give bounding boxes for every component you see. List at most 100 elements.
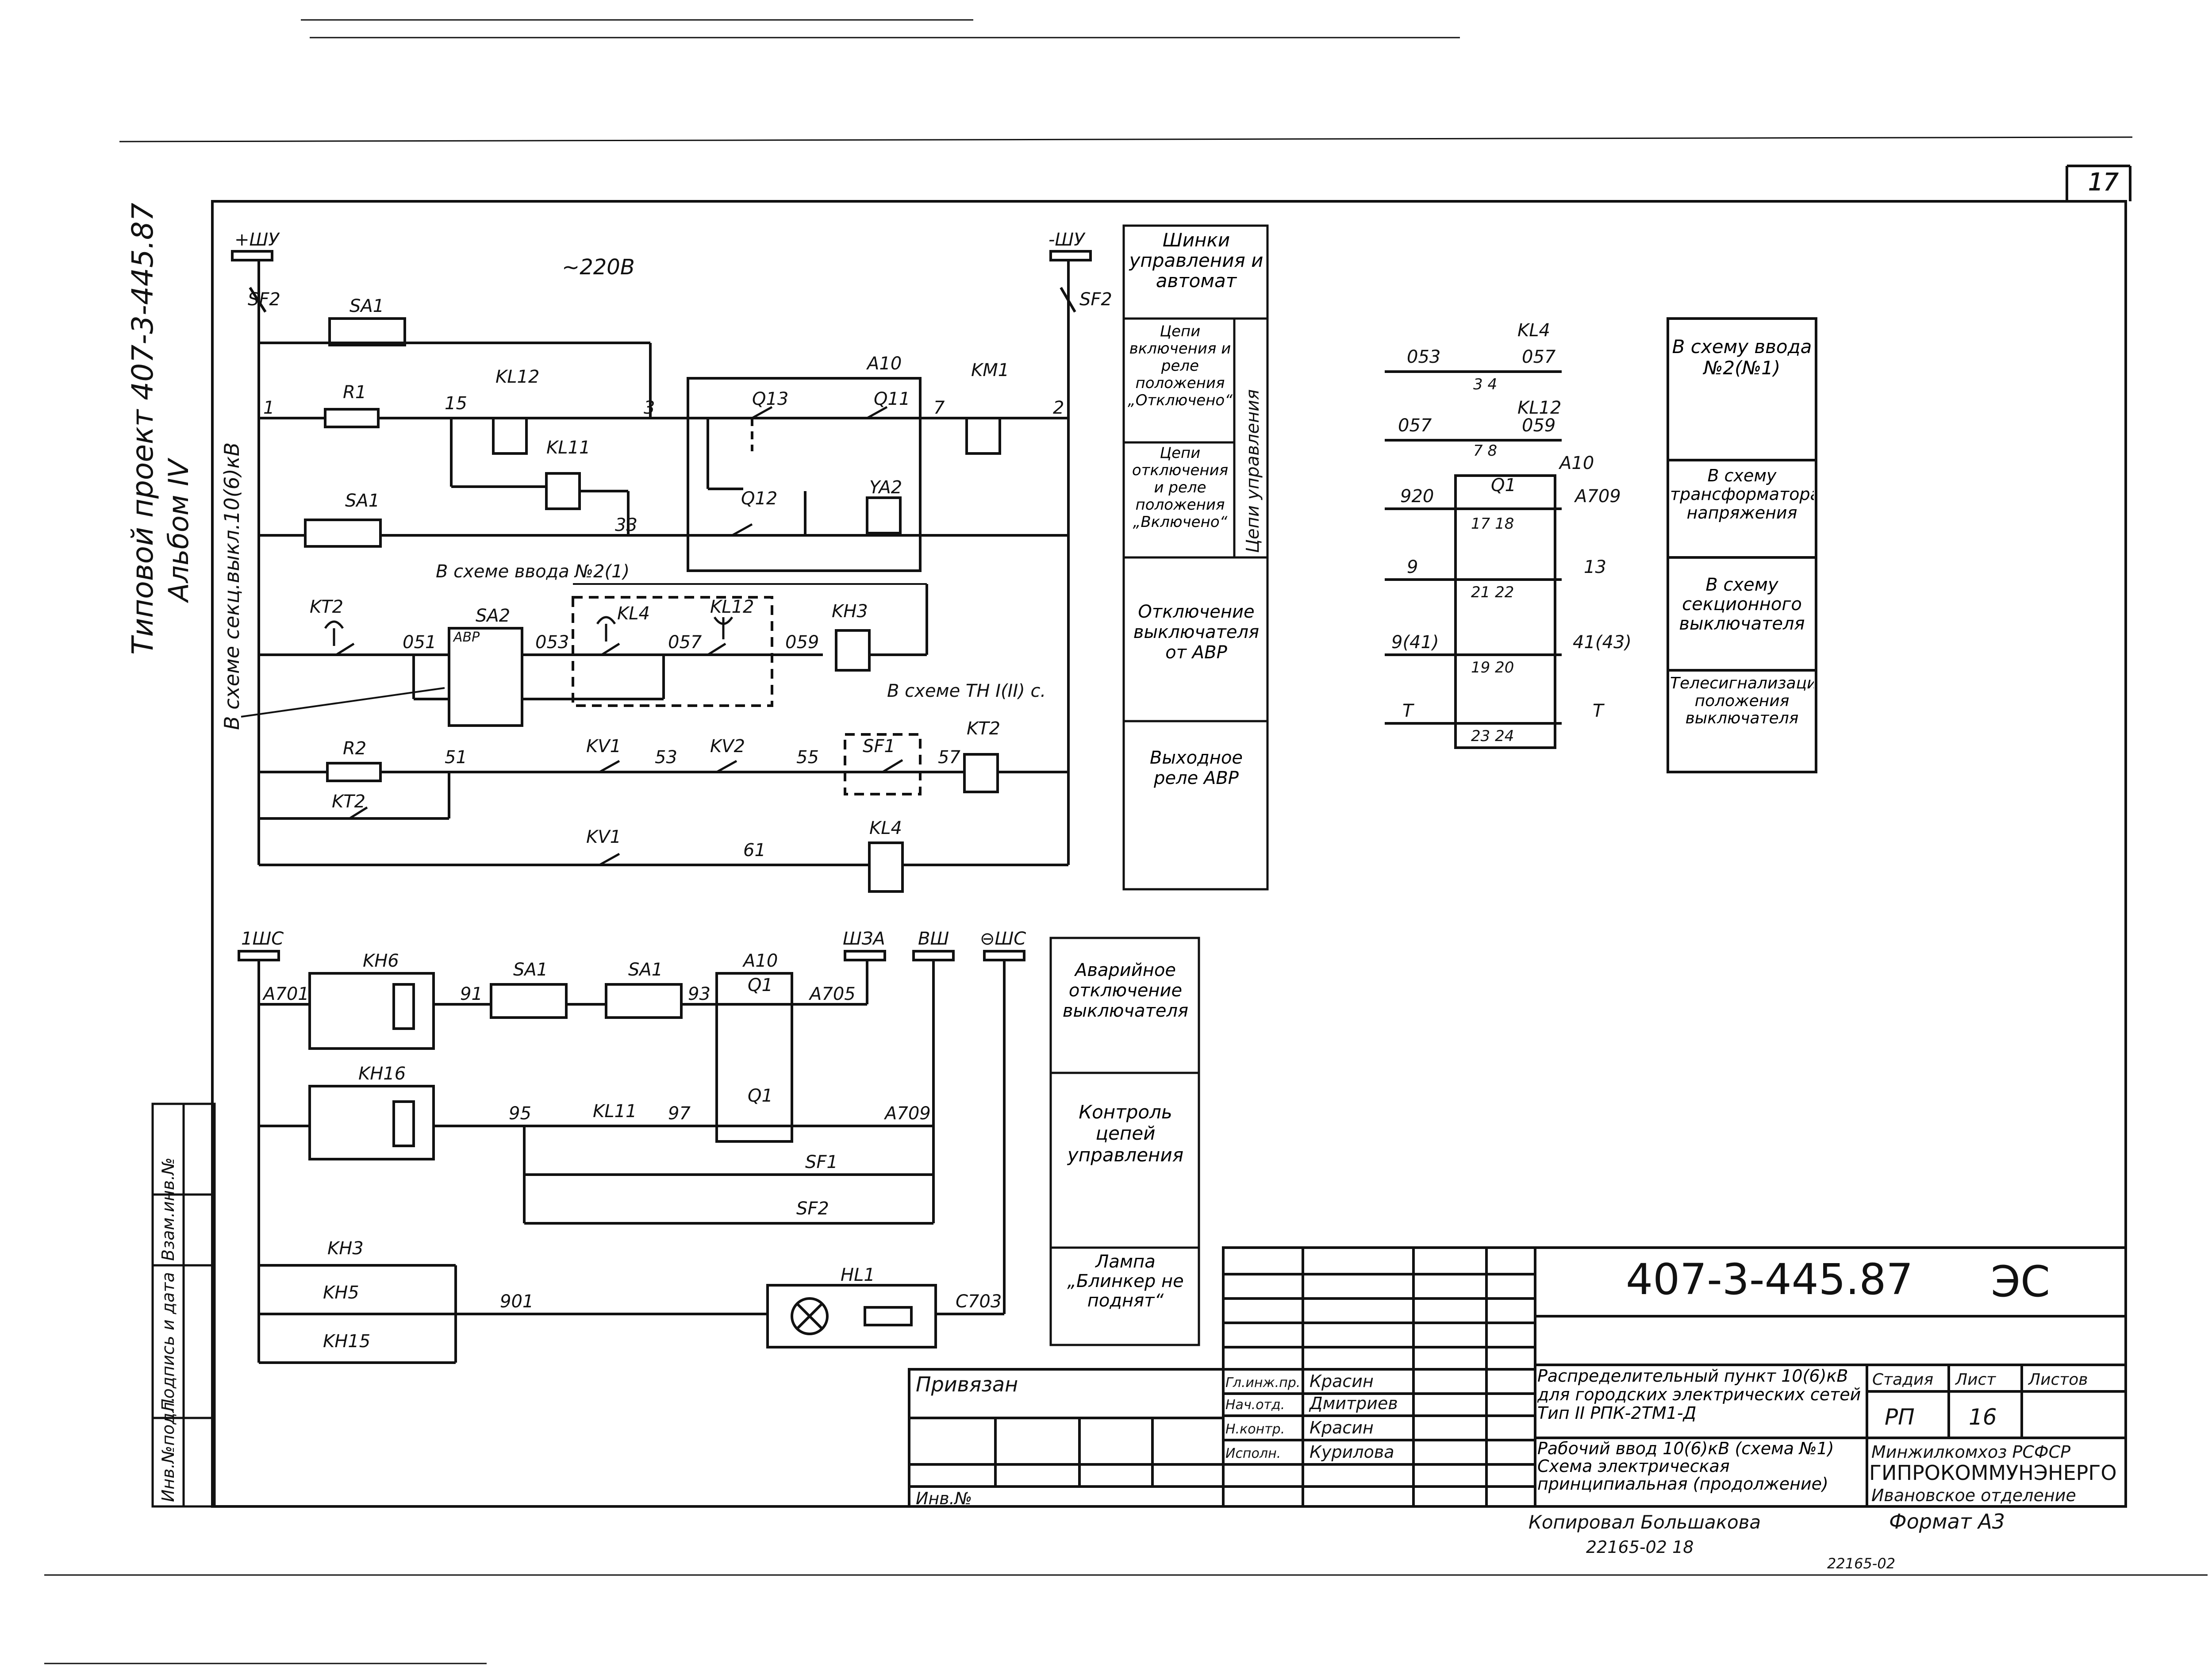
svg-text:АВР: АВР bbox=[453, 630, 480, 645]
svg-text:R1: R1 bbox=[343, 382, 366, 403]
svg-text:KH16: KH16 bbox=[358, 1064, 406, 1084]
svg-text:61: 61 bbox=[743, 840, 766, 861]
svg-text:⊖ШС: ⊖ШС bbox=[980, 929, 1026, 949]
svg-text:053: 053 bbox=[535, 632, 569, 653]
svg-text:97: 97 bbox=[668, 1103, 691, 1124]
svg-text:1ШС: 1ШС bbox=[241, 929, 284, 949]
svg-text:22165-02 18: 22165-02 18 bbox=[1586, 1537, 1694, 1557]
svg-text:KM1: KM1 bbox=[971, 360, 1009, 380]
svg-text:1: 1 bbox=[263, 398, 274, 418]
svg-text:A10: A10 bbox=[1558, 453, 1594, 473]
svg-text:Минжилкомхоз РСФСР: Минжилкомхоз РСФСР bbox=[1871, 1442, 2070, 1462]
svg-text:057: 057 bbox=[1522, 347, 1556, 367]
side-block-1: Цепи включения и реле положения „Отключе… bbox=[1128, 323, 1233, 410]
signal-block-2: Лампа „Блинкер не поднят“ bbox=[1067, 1252, 1184, 1311]
side-block-3: Отключение выключателя от АВР bbox=[1133, 602, 1260, 663]
svg-text:57: 57 bbox=[938, 747, 960, 768]
svg-text:KL4: KL4 bbox=[869, 818, 902, 838]
signal-block-1: Контроль цепей управления bbox=[1067, 1102, 1184, 1166]
svg-text:Н.контр.: Н.контр. bbox=[1225, 1421, 1285, 1437]
svg-text:В схеме ввода №2(1): В схеме ввода №2(1) bbox=[436, 561, 630, 582]
svg-text:KL12: KL12 bbox=[710, 597, 754, 617]
svg-text:SA1: SA1 bbox=[513, 960, 548, 980]
svg-text:KV1: KV1 bbox=[586, 827, 621, 847]
inv-label: Инв.№ bbox=[916, 1489, 972, 1508]
project-labels: Типовой проект 407-3-445.87 Альбом IV В … bbox=[126, 203, 244, 730]
svg-text:7: 7 bbox=[933, 398, 945, 418]
right-note-2: В схему секционного выключателя bbox=[1679, 575, 1805, 634]
svg-text:13: 13 bbox=[1584, 557, 1606, 577]
svg-text:~220В: ~220В bbox=[562, 255, 635, 280]
stamp-replace: Взам.инв.№ bbox=[158, 1157, 178, 1261]
svg-text:А701: А701 bbox=[262, 984, 309, 1004]
svg-text:9: 9 bbox=[1407, 557, 1418, 577]
svg-text:Q12: Q12 bbox=[741, 488, 777, 509]
signal-blocks bbox=[1049, 937, 1200, 1346]
svg-text:KH5: KH5 bbox=[323, 1283, 359, 1303]
svg-text:SA1: SA1 bbox=[345, 491, 380, 511]
plus-control-bus bbox=[231, 250, 273, 261]
bound-label: Привязан bbox=[916, 1372, 1018, 1396]
svg-text:A10: A10 bbox=[866, 353, 902, 374]
side-block-0: Шинки управления и автомат bbox=[1129, 230, 1263, 292]
svg-text:SF1: SF1 bbox=[863, 736, 895, 757]
svg-text:Q1: Q1 bbox=[748, 975, 773, 995]
svg-text:YA2: YA2 bbox=[869, 477, 902, 498]
contact-symbols bbox=[324, 406, 903, 866]
svg-text:Q11: Q11 bbox=[874, 389, 910, 409]
svg-text:53: 53 bbox=[655, 747, 677, 768]
svg-text:21 22: 21 22 bbox=[1471, 584, 1514, 601]
svg-text:KH15: KH15 bbox=[323, 1331, 370, 1352]
svg-text:А705: А705 bbox=[808, 984, 856, 1004]
svg-text:HL1: HL1 bbox=[841, 1265, 875, 1285]
svg-text:KL11: KL11 bbox=[593, 1101, 637, 1122]
svg-text:9(41): 9(41) bbox=[1391, 632, 1439, 653]
left-stamp bbox=[151, 1103, 216, 1508]
svg-text:SF2: SF2 bbox=[248, 289, 280, 310]
svg-text:KV2: KV2 bbox=[710, 736, 745, 757]
svg-text:KH6: KH6 bbox=[363, 951, 399, 971]
svg-text:91: 91 bbox=[460, 984, 483, 1004]
svg-text:16: 16 bbox=[1969, 1404, 1997, 1430]
svg-text:95: 95 bbox=[509, 1103, 531, 1124]
right-note-0: В схему ввода №2(№1) bbox=[1672, 336, 1812, 379]
svg-text:А709: А709 bbox=[883, 1103, 931, 1124]
svg-text:R2: R2 bbox=[343, 738, 366, 759]
svg-text:Т: Т bbox=[1402, 701, 1415, 721]
svg-text:KT2: KT2 bbox=[967, 718, 1000, 739]
svg-text:A10: A10 bbox=[742, 951, 778, 971]
svg-text:55: 55 bbox=[796, 747, 819, 768]
svg-text:Дмитриев: Дмитриев bbox=[1309, 1394, 1398, 1413]
right-note-1: В схему трансформатора напряжения bbox=[1670, 467, 1814, 522]
svg-text:Гл.инж.пр.: Гл.инж.пр. bbox=[1225, 1375, 1300, 1391]
svg-text:KL4: KL4 bbox=[617, 603, 650, 624]
svg-text:SA2: SA2 bbox=[476, 606, 510, 626]
right-note-3: Телесигнализация положения выключателя bbox=[1670, 675, 1814, 728]
svg-text:А709: А709 bbox=[1574, 486, 1621, 507]
signal-block-0: Аварийное отключение выключателя bbox=[1062, 960, 1189, 1021]
svg-text:51: 51 bbox=[445, 747, 467, 768]
svg-text:057: 057 bbox=[668, 632, 702, 653]
svg-text:KV1: KV1 bbox=[586, 736, 621, 757]
stamp-sign: Подпись и дата bbox=[158, 1272, 178, 1411]
svg-text:920: 920 bbox=[1400, 486, 1434, 507]
svg-text:-ШУ: -ШУ bbox=[1048, 230, 1086, 250]
side-block-texts: Шинки управления и автомат Цепи включени… bbox=[1128, 230, 1263, 788]
title-block bbox=[908, 1246, 2127, 1508]
svg-text:Т: Т bbox=[1593, 701, 1605, 721]
svg-text:93: 93 bbox=[688, 984, 710, 1004]
title-desc-2: Рабочий ввод 10(6)кВ (схема №1) Схема эл… bbox=[1537, 1440, 1834, 1494]
svg-text:Исполн.: Исполн. bbox=[1225, 1446, 1281, 1461]
svg-text:С703: С703 bbox=[956, 1291, 1002, 1312]
svg-text:23 24: 23 24 bbox=[1471, 727, 1514, 745]
svg-text:051: 051 bbox=[403, 632, 436, 653]
svg-text:41(43): 41(43) bbox=[1573, 632, 1632, 653]
side-blocks-group: Цепи управления bbox=[1243, 389, 1263, 553]
right-schema bbox=[1385, 317, 1817, 773]
svg-text:Красин: Красин bbox=[1310, 1418, 1374, 1437]
svg-text:KT2: KT2 bbox=[332, 791, 365, 812]
side-blocks bbox=[1122, 224, 1269, 891]
sheet-number: 17 bbox=[2088, 168, 2119, 196]
svg-text:SA1: SA1 bbox=[628, 960, 663, 980]
